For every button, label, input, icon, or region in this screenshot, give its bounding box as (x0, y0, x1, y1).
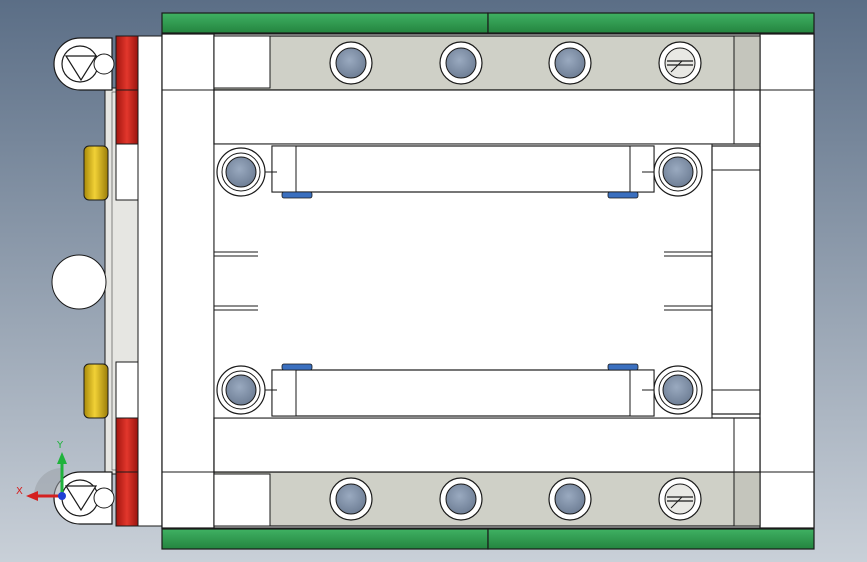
lower-slider-bar (271, 363, 655, 417)
right-frame-column (759, 33, 815, 529)
green-plate-top (161, 12, 815, 34)
rail-hole (548, 41, 592, 85)
rail-hole (439, 41, 483, 85)
hinge-eye-bottom (53, 471, 115, 525)
axis-y-label: Y (57, 440, 64, 451)
hinge-eye-top (53, 37, 115, 91)
left-column-strip (137, 35, 163, 527)
rail-hole (329, 41, 373, 85)
left-frame-column (161, 33, 215, 529)
cavity-slot-lines (214, 251, 712, 311)
green-plate-bottom (161, 528, 815, 550)
right-inner-column (711, 145, 761, 415)
bushing-hole (216, 365, 277, 415)
rail-hole (329, 477, 373, 521)
round-knob (51, 254, 107, 310)
corner-bushings (216, 147, 703, 415)
bushing-hole (642, 147, 703, 197)
rail-hole (548, 477, 592, 521)
coordinate-triad-icon (26, 452, 67, 501)
yellow-knob-bottom (83, 363, 109, 419)
bottom-beam (213, 417, 761, 473)
screw-head-icon (658, 477, 702, 521)
axis-x-label: X (16, 486, 23, 497)
top-beam (213, 89, 761, 145)
red-clamp-column (115, 35, 139, 527)
screw-head-icon (658, 41, 702, 85)
yellow-knob-top (83, 145, 109, 201)
rail-holes (329, 41, 702, 521)
bushing-hole (216, 147, 277, 197)
upper-slider-bar (271, 145, 655, 199)
bushing-hole (642, 365, 703, 415)
rail-hole (439, 477, 483, 521)
